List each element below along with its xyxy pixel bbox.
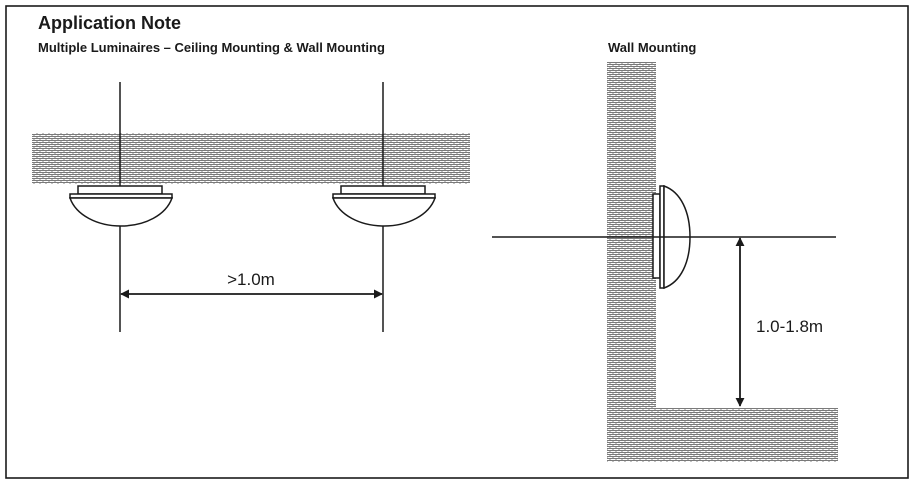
ceiling-luminaire-right	[331, 82, 437, 332]
ceiling-luminaire-left	[68, 82, 174, 332]
ceiling-slab	[32, 133, 470, 184]
diagram-border	[5, 5, 909, 479]
page-title: Application Note	[38, 13, 181, 33]
height-dimension-label: 1.0-1.8m	[756, 317, 823, 336]
wall-and-floor	[607, 62, 838, 462]
page-subtitle: Multiple Luminaires – Ceiling Mounting &…	[38, 40, 385, 55]
spacing-dimension-label: >1.0m	[227, 270, 275, 289]
wall-mounting-title: Wall Mounting	[608, 40, 696, 55]
